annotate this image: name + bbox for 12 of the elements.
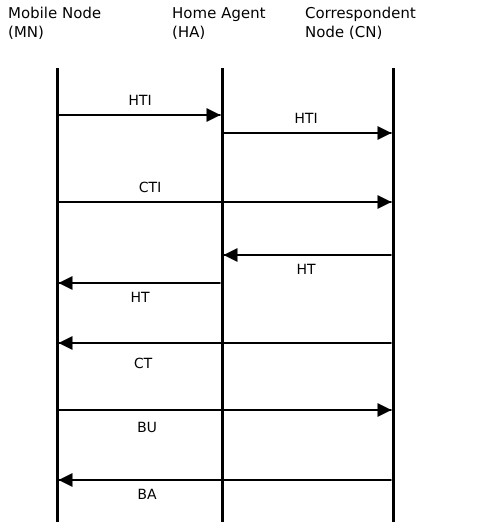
message-arrow: [58, 336, 392, 350]
message-arrow: [224, 126, 392, 140]
message-arrow: [58, 195, 392, 209]
message-arrow: [58, 108, 220, 122]
participant-label: Correspondent Node (CN): [305, 4, 417, 42]
message-arrow: [58, 403, 392, 417]
participant-label: Home Agent (HA): [172, 4, 266, 42]
message-arrow: [58, 473, 392, 487]
participant-label: Mobile Node (MN): [8, 4, 102, 42]
message-arrow: [58, 276, 220, 290]
lifeline: [172, 4, 268, 522]
message-arrow: [224, 248, 392, 262]
